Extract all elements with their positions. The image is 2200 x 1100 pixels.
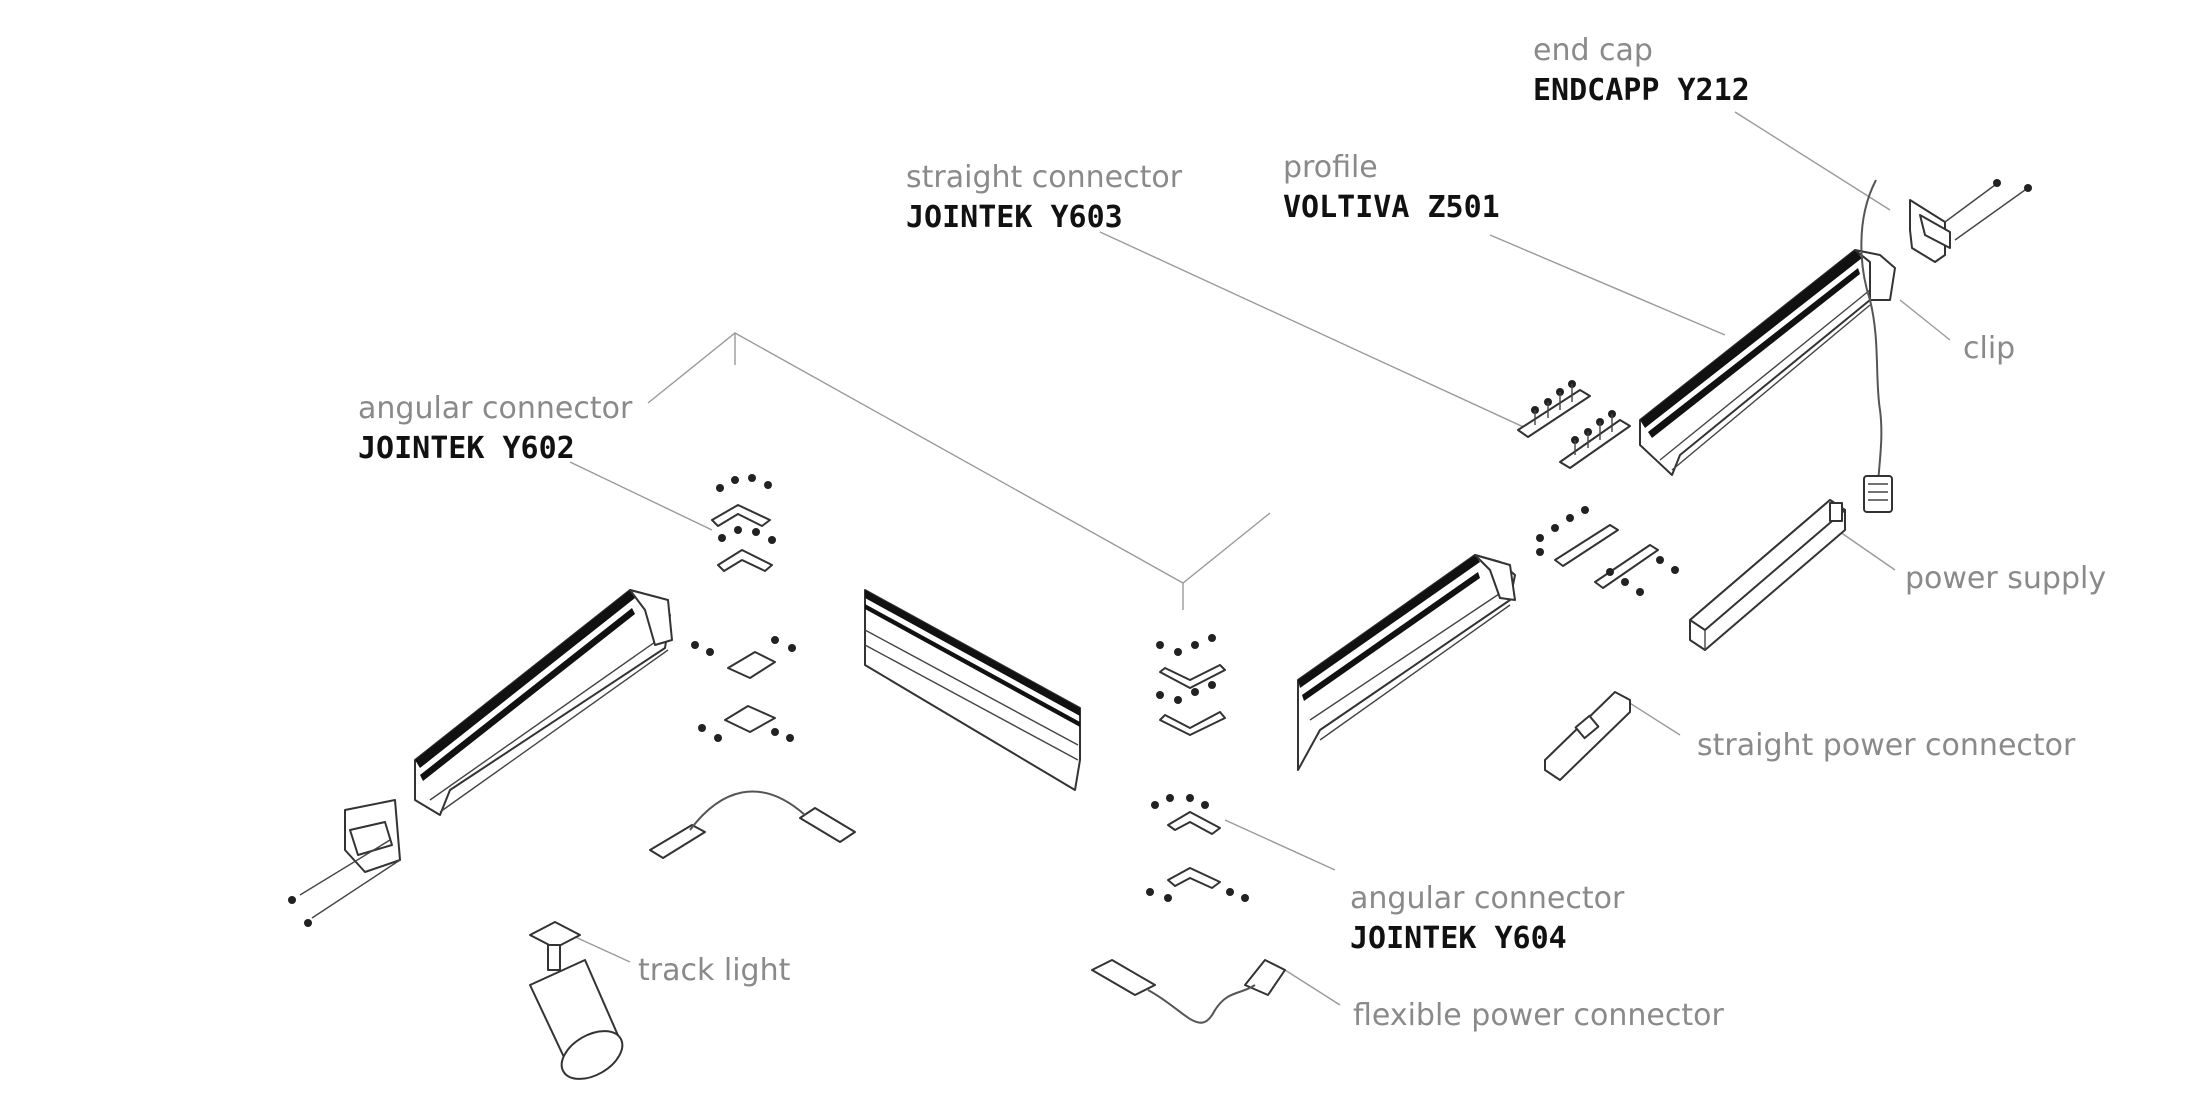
power-supply [1689, 499, 1846, 651]
profile-model: VOLTIVA Z501 [1283, 190, 1500, 225]
end-cap-category: end cap [1533, 33, 1653, 68]
track-light [529, 921, 624, 1080]
end-cap-model: ENDCAPP Y212 [1533, 73, 1750, 108]
label-power-supply: power supply [1905, 561, 2106, 596]
straight-connector-parts [1517, 380, 1631, 469]
angular-connector-y602-parts [691, 474, 796, 742]
straight-connector-pair-2 [1536, 506, 1679, 596]
angular-connector-2-model: JOINTEK Y604 [1350, 921, 1567, 956]
leader-lines [559, 111, 1951, 1006]
label-angular-connector-1: angular connector JOINTEK Y602 [358, 391, 633, 466]
end-cap-top-right [1909, 179, 2032, 263]
angular-connector-y604-parts [1146, 634, 1249, 902]
straight-connector-model: JOINTEK Y603 [906, 200, 1123, 235]
label-flexible-power-connector: flexible power connector [1353, 998, 1724, 1033]
label-straight-connector: straight connector JOINTEK Y603 [906, 160, 1183, 235]
profile-left [414, 589, 673, 816]
angular-connector-1-model: JOINTEK Y602 [358, 431, 575, 466]
flexible-connector-left [649, 790, 856, 859]
label-straight-power-connector: straight power connector [1697, 728, 2076, 763]
label-angular-connector-2: angular connector JOINTEK Y604 [1350, 881, 1625, 956]
profile-category: profile [1283, 150, 1378, 185]
angular-connector-2-category: angular connector [1350, 881, 1625, 916]
straight-connector-category: straight connector [906, 160, 1183, 195]
construction-lines [647, 332, 1271, 610]
flexible-power-connector [1091, 959, 1286, 1024]
angular-connector-1-category: angular connector [358, 391, 633, 426]
end-cap-left [288, 799, 401, 927]
label-end-cap: end cap ENDCAPP Y212 [1533, 33, 1750, 108]
profile-middle-right [1297, 554, 1516, 771]
profile-top-right [1639, 249, 1896, 476]
label-profile: profile VOLTIVA Z501 [1283, 150, 1500, 225]
profile-center [864, 589, 1081, 791]
label-clip: clip [1963, 331, 2015, 366]
power-supply-cable [1860, 179, 1893, 513]
label-track-light: track light [638, 953, 791, 988]
straight-power-connector [1544, 691, 1631, 781]
